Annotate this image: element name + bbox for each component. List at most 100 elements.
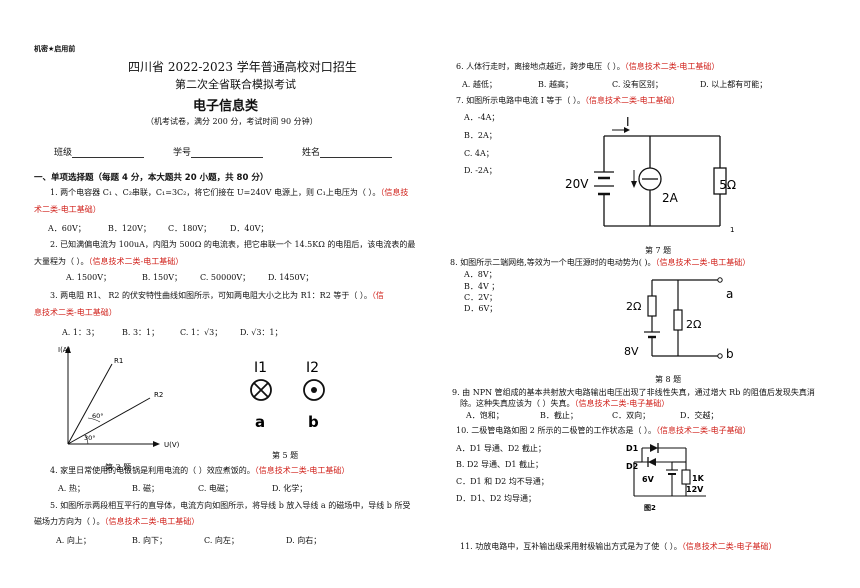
fig10-d1-label: D1: [626, 444, 639, 453]
q11-tag: （信息技术二类-电子基础）: [681, 542, 777, 551]
fig5-i2: I2: [306, 360, 319, 376]
q2-option-c[interactable]: C. 50000V；: [200, 273, 251, 282]
class-label: 班级: [54, 148, 73, 158]
name-label: 姓名: [302, 148, 321, 158]
q6-option-a[interactable]: A. 越低；: [462, 80, 497, 89]
q8-option-a[interactable]: A．8V；: [464, 270, 497, 279]
name-field[interactable]: 姓名: [302, 145, 393, 158]
q1-text: 1. 两个电容器 C₁ 、C₂串联，C₁=3C₂，将它们接在 U=240V 电源…: [50, 188, 408, 198]
fig8-voltage-label: 8V: [624, 345, 639, 358]
q9-line2: 除。这种失真应该为（ ）失真。（信息技术二类-电子基础）: [460, 399, 669, 409]
number-label: 学号: [173, 148, 192, 158]
q2-stem: 大量程为（ ）。: [34, 257, 89, 266]
fig5-caption: 第 5 题: [272, 451, 299, 460]
fig3-angle60: 60°: [92, 412, 104, 420]
q6-option-b[interactable]: B. 越高；: [538, 80, 573, 89]
fig8-a-label: a: [726, 287, 733, 301]
q2-line2: 大量程为（ ）。（信息技术二类-电工基础）: [34, 257, 183, 267]
q8-tag: （信息技术二类-电工基础）: [655, 258, 751, 267]
q3-option-d[interactable]: D. √3：1；: [240, 328, 283, 337]
q5-option-c[interactable]: C. 向左；: [204, 536, 239, 545]
q7-option-a[interactable]: A．-4A；: [464, 113, 500, 122]
fig7-current-label: I: [626, 115, 630, 129]
q3-option-a[interactable]: A. 1：3；: [62, 328, 100, 337]
q4-option-b[interactable]: B. 磁；: [132, 484, 159, 493]
q10-option-c[interactable]: C．D1 和 D2 均不导通；: [456, 477, 549, 486]
q6-option-c[interactable]: C. 没有区别；: [612, 80, 663, 89]
q1-option-d[interactable]: D．40V；: [230, 224, 269, 233]
q4-stem: 4. 家里日常使用的电饭锅是利用电流的（ ）效应煮饭的。: [50, 466, 255, 475]
q1-tag: （信息技: [380, 188, 409, 197]
resistor-1-icon: [647, 295, 657, 317]
number-field[interactable]: 学号: [173, 145, 264, 158]
q5-option-b[interactable]: B. 向下；: [132, 536, 167, 545]
q5-option-a[interactable]: A. 向上；: [56, 536, 91, 545]
q2-option-a[interactable]: A. 1500V；: [66, 273, 111, 282]
class-field[interactable]: 班级: [54, 145, 145, 158]
q6-option-d[interactable]: D. 以上都有可能；: [700, 80, 768, 89]
q8-option-c[interactable]: C．2V；: [464, 293, 497, 302]
q2-tag: （信息技术二类-电工基础）: [88, 257, 184, 266]
fig10-caption: 图2: [644, 503, 656, 512]
fig8-caption: 第 8 题: [655, 375, 682, 384]
q6-tag: （信息技术二类-电工基础）: [624, 62, 720, 71]
q4-option-a[interactable]: A. 热；: [58, 484, 85, 493]
fig10-12v-label: 12V: [686, 485, 704, 494]
angle-60-arc: [87, 417, 101, 423]
q2-option-d[interactable]: D. 1450V；: [268, 273, 314, 282]
current-source-icon: [638, 167, 662, 191]
q1-option-c[interactable]: C．180V；: [168, 224, 212, 233]
figure-10-diode-circuit: D1 D2 6V 1K 12V 图2: [626, 443, 706, 512]
q9-option-a[interactable]: A．饱和；: [466, 411, 504, 420]
q8-option-d[interactable]: D．6V；: [464, 304, 498, 313]
q1-tag-cont: 术二类-电工基础）: [34, 205, 101, 214]
exam-title-line1: 四川省 2022-2023 学年普通高校对口招生: [128, 60, 357, 74]
q6-stem: 6. 人体行走时，离接地点越近，跨步电压（ ）。: [456, 62, 625, 71]
class-blank[interactable]: [72, 148, 145, 158]
name-blank[interactable]: [320, 148, 393, 158]
q6-text: 6. 人体行走时，离接地点越近，跨步电压（ ）。（信息技术二类-电工基础）: [456, 62, 719, 72]
q7-stem: 7. 如图所示电路中电流 I 等于（ ）。: [456, 96, 585, 105]
q7-text: 7. 如图所示电路中电流 I 等于（ ）。（信息技术二类-电工基础）: [456, 96, 680, 106]
fig3-angle30: 30°: [84, 434, 96, 442]
battery-icon: [644, 331, 660, 339]
r2-line: [67, 397, 151, 445]
q10-option-a[interactable]: A．D1 导通、D2 截止；: [456, 444, 546, 453]
q5-stem: 磁场力方向为（ ）。: [34, 517, 105, 526]
q7-option-b[interactable]: B．2A；: [464, 131, 497, 140]
q2-option-b[interactable]: B. 150V；: [142, 273, 183, 282]
q10-option-d[interactable]: D．D1、D2 均导通；: [456, 494, 536, 503]
diode-d2-icon: [647, 457, 656, 467]
fig10-d2-label: D2: [626, 462, 638, 471]
fig5-b: b: [308, 413, 319, 431]
q5-option-d[interactable]: D. 向右；: [286, 536, 322, 545]
q3-text: 3. 两电阻 R1、 R2 的伏安特性曲线如图所示，可知两电阻大小之比为 R1：…: [50, 291, 384, 301]
fig7-resistor-label: 5Ω: [719, 178, 736, 192]
q9-option-d[interactable]: D．交越；: [680, 411, 719, 420]
q3-tag: （信: [371, 291, 384, 300]
terminal-b-icon: [717, 353, 723, 359]
resistor-2-icon: [673, 309, 683, 331]
angle-30-arc: [84, 434, 89, 445]
q3-stem: 3. 两电阻 R1、 R2 的伏安特性曲线如图所示，可知两电阻大小之比为 R1：…: [50, 291, 372, 300]
q1-stem: 1. 两个电容器 C₁ 、C₂串联，C₁=3C₂，将它们接在 U=240V 电源…: [50, 188, 381, 197]
number-blank[interactable]: [191, 148, 264, 158]
q4-option-d[interactable]: D. 化学；: [272, 484, 308, 493]
q1-option-b[interactable]: B．120V；: [108, 224, 151, 233]
fig8-r2-label: 2Ω: [686, 318, 701, 331]
q9-option-b[interactable]: B．截止；: [540, 411, 578, 420]
q7-option-c[interactable]: C. 4A；: [464, 149, 494, 158]
q3-option-c[interactable]: C. 1：√3；: [180, 328, 223, 337]
q9-option-c[interactable]: C．双向；: [612, 411, 651, 420]
confidential-label: 机密★启用前: [34, 45, 76, 53]
fig3-xlabel: U(V): [164, 441, 180, 449]
q1-option-a[interactable]: A．60V；: [48, 224, 86, 233]
q8-option-b[interactable]: B．4V ；: [464, 282, 500, 291]
dot-icon: [303, 379, 325, 401]
q3-option-b[interactable]: B. 3：1；: [122, 328, 160, 337]
q10-option-b[interactable]: B. D2 导通、D1 截止；: [456, 460, 544, 469]
q4-option-c[interactable]: C. 电磁；: [198, 484, 233, 493]
battery-icon: [594, 171, 614, 196]
fig8-r1-label: 2Ω: [626, 300, 641, 313]
q7-option-d[interactable]: D. -2A；: [464, 166, 497, 175]
